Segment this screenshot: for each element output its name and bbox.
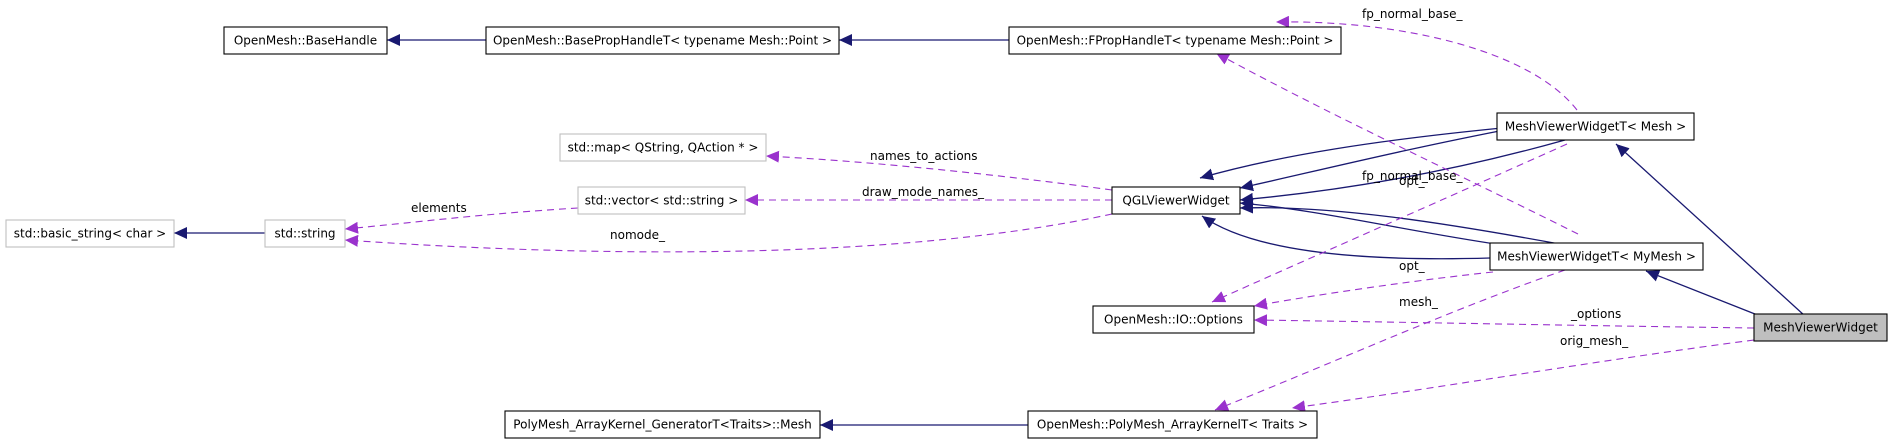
- edge-label-opt-upper: opt_: [1399, 174, 1426, 188]
- node-mesh-viewer-widget-mymesh-label: MeshViewerWidgetT< MyMesh >: [1497, 250, 1696, 264]
- edge-mvw-to-mvwmesh: [1615, 143, 1806, 317]
- edge-mvwmesh-to-qgl-1: [1199, 127, 1503, 181]
- edge-mvwmymesh-to-qgl-2: [1239, 201, 1566, 246]
- node-mesh-viewer-widget[interactable]: MeshViewerWidget: [1753, 313, 1888, 342]
- node-std-basic-string[interactable]: std::basic_string< char >: [5, 219, 175, 248]
- edge-label-elements: elements: [411, 201, 467, 215]
- edge-elements: [344, 207, 579, 234]
- node-fprop-handle-label: OpenMesh::FPropHandleT< typename Mesh::P…: [1017, 34, 1334, 48]
- node-base-prop-handle[interactable]: OpenMesh::BasePropHandleT< typename Mesh…: [485, 26, 840, 55]
- edge-mvw-to-mvwmymesh: [1645, 270, 1761, 317]
- edge-names-to-actions: [765, 150, 1113, 191]
- node-base-prop-handle-label: OpenMesh::BasePropHandleT< typename Mesh…: [493, 34, 832, 48]
- node-polymesh-generator-label: PolyMesh_ArrayKernel_GeneratorT<Traits>:…: [513, 418, 811, 432]
- node-std-map-label: std::map< QString, QAction * >: [568, 141, 759, 155]
- edge-mvwmymesh-to-qgl-3: [1201, 215, 1491, 260]
- edge-mesh: [1214, 269, 1566, 411]
- node-io-options[interactable]: OpenMesh::IO::Options: [1092, 305, 1255, 334]
- node-std-string[interactable]: std::string: [264, 219, 346, 248]
- edge-options: [1253, 314, 1755, 329]
- node-std-map[interactable]: std::map< QString, QAction * >: [559, 133, 767, 162]
- edge-label-fp-normal-base-top: fp_normal_base_: [1362, 7, 1463, 21]
- node-base-handle[interactable]: OpenMesh::BaseHandle: [223, 26, 388, 55]
- edge-label-orig-mesh: orig_mesh_: [1560, 334, 1629, 348]
- node-mesh-viewer-widget-mesh-label: MeshViewerWidgetT< Mesh >: [1505, 120, 1686, 134]
- node-polymesh-kernel-label: OpenMesh::PolyMesh_ArrayKernelT< Traits …: [1037, 418, 1308, 432]
- node-qgl-viewer-widget-label: QGLViewerWidget: [1122, 194, 1229, 208]
- edge-fp-normal-base-mid: [1215, 52, 1579, 235]
- node-std-vector[interactable]: std::vector< std::string >: [577, 186, 746, 215]
- node-mesh-viewer-widget-label: MeshViewerWidget: [1763, 321, 1878, 335]
- node-std-string-label: std::string: [274, 227, 335, 241]
- edge-label-options: _options: [1570, 307, 1621, 321]
- node-base-handle-label: OpenMesh::BaseHandle: [234, 34, 377, 48]
- edge-mvwmesh-to-qgl-3: [1239, 139, 1566, 205]
- edge-label-fp-normal-base-mid: fp_normal_base_: [1362, 169, 1463, 183]
- node-io-options-label: OpenMesh::IO::Options: [1104, 313, 1243, 327]
- node-mesh-viewer-widget-mymesh[interactable]: MeshViewerWidgetT< MyMesh >: [1489, 242, 1704, 271]
- node-mesh-viewer-widget-mesh[interactable]: MeshViewerWidgetT< Mesh >: [1496, 112, 1695, 141]
- node-polymesh-generator[interactable]: PolyMesh_ArrayKernel_GeneratorT<Traits>:…: [504, 410, 821, 439]
- edge-orig-mesh: [1291, 339, 1755, 413]
- edge-label-draw-mode-names: draw_mode_names_: [862, 185, 985, 199]
- edge-mvwmymesh-to-qgl-1: [1239, 198, 1503, 246]
- edge-label-names-to-actions: names_to_actions: [870, 149, 978, 163]
- edge-opt-lower: [1253, 271, 1494, 310]
- node-std-vector-label: std::vector< std::string >: [585, 194, 739, 208]
- edge-label-mesh: mesh_: [1399, 295, 1439, 309]
- node-qgl-viewer-widget[interactable]: QGLViewerWidget: [1111, 186, 1241, 215]
- edge-label-nomode: nomode_: [610, 228, 666, 242]
- edge-nomode: [344, 213, 1113, 253]
- node-fprop-handle[interactable]: OpenMesh::FPropHandleT< typename Mesh::P…: [1008, 26, 1342, 55]
- edge-opt-upper: [1211, 143, 1568, 303]
- edge-label-opt-lower: opt_: [1399, 259, 1426, 273]
- edge-mvwmesh-to-qgl-2: [1239, 127, 1516, 192]
- node-std-basic-string-label: std::basic_string< char >: [14, 227, 167, 241]
- node-polymesh-kernel[interactable]: OpenMesh::PolyMesh_ArrayKernelT< Traits …: [1027, 410, 1318, 439]
